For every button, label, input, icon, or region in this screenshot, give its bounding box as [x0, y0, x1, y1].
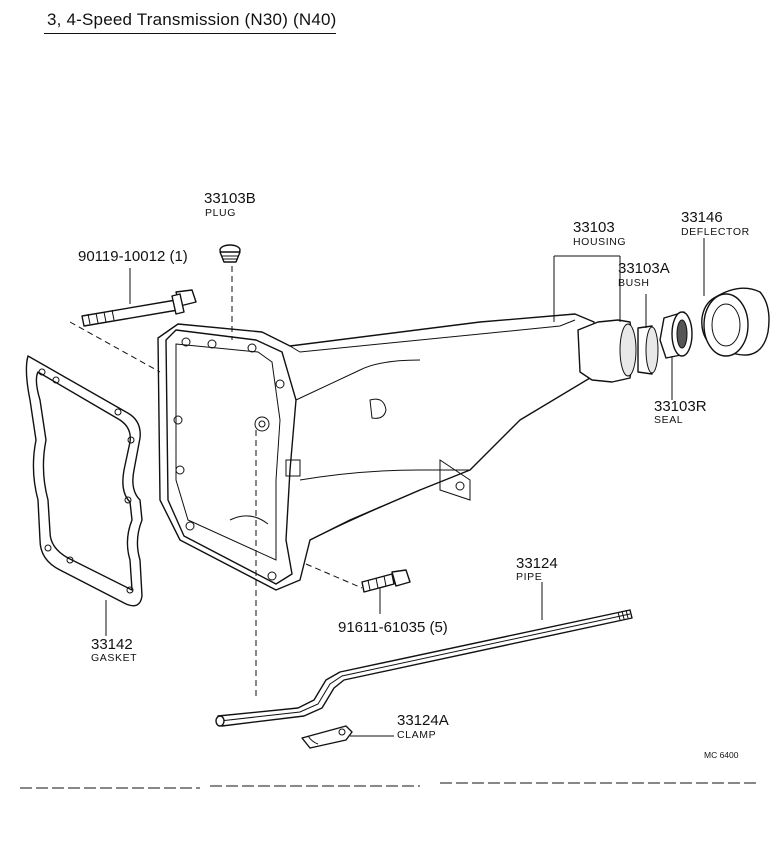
bush-part-name: BUSH	[618, 277, 650, 289]
deflector-part-number: 33146	[681, 209, 723, 226]
leader-lines	[105, 238, 705, 737]
seal-part-name: SEAL	[654, 414, 684, 426]
bolt-lower-part-number: 91611-61035 (5)	[338, 619, 448, 636]
pipe-part-number: 33124	[516, 555, 558, 572]
bush-drawing	[637, 325, 659, 375]
seal-drawing	[659, 311, 693, 359]
pipe-part-name: PIPE	[516, 571, 543, 583]
bolt-upper-part-number: 90119-10012 (1)	[78, 248, 188, 265]
pipe-drawing	[215, 609, 633, 727]
assembly-lines	[69, 266, 363, 696]
deflector-drawing	[701, 287, 770, 357]
gasket-part-name: GASKET	[91, 652, 138, 664]
diagram-title: 3, 4-Speed Transmission (N30) (N40)	[47, 10, 337, 29]
plug-part-name: PLUG	[205, 207, 236, 219]
plug-drawing	[219, 244, 241, 263]
clamp-part-name: CLAMP	[397, 729, 437, 741]
bottom-rule	[20, 782, 760, 789]
housing-drawing	[157, 313, 637, 591]
gasket-part-number: 33142	[91, 636, 133, 653]
deflector-part-name: DEFLECTOR	[681, 226, 750, 238]
clamp-part-number: 33124A	[397, 712, 449, 729]
gasket-drawing	[25, 355, 143, 607]
bolt-lower-drawing	[361, 569, 411, 593]
housing-part-number: 33103	[573, 219, 615, 236]
clamp-drawing	[301, 725, 353, 749]
bolt-upper-drawing	[81, 289, 197, 327]
bush-part-number: 33103A	[618, 260, 670, 277]
housing-part-name: HOUSING	[573, 236, 627, 248]
plug-part-number: 33103B	[204, 190, 256, 207]
diagram-code: MC 6400	[704, 750, 739, 760]
seal-part-number: 33103R	[654, 398, 707, 415]
title-underline	[44, 33, 336, 34]
